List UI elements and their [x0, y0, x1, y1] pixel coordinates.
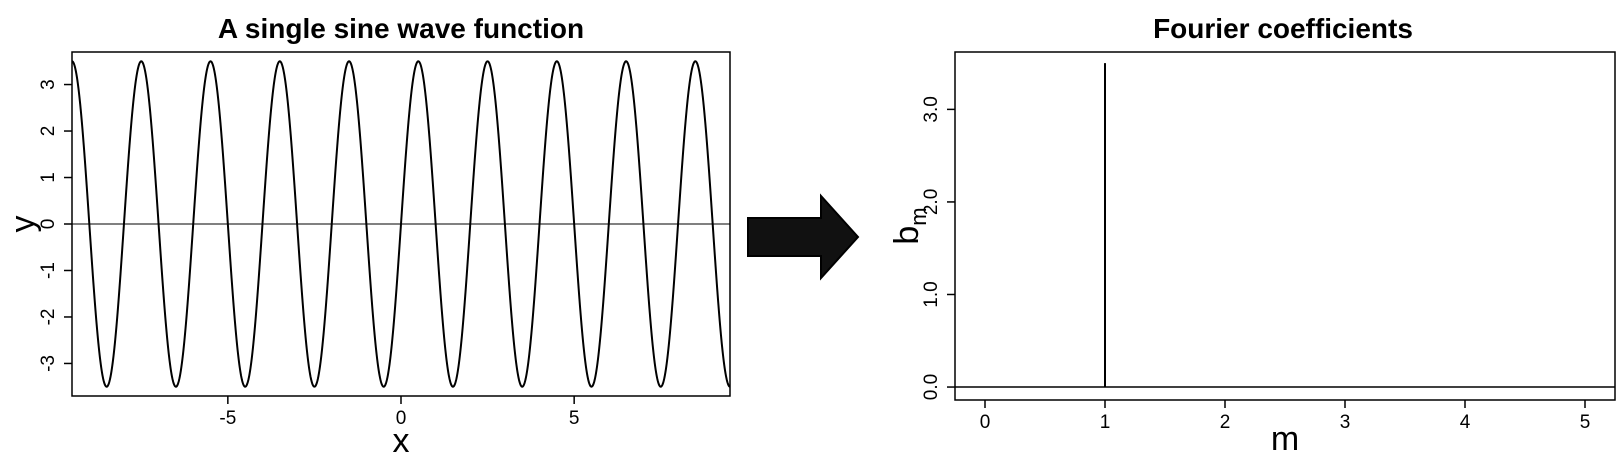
fourier-y-axis: 0.0 1.0 2.0 3.0 [921, 96, 955, 400]
sine-x-axis: -5 0 5 [219, 396, 579, 429]
fourier-y-tick-label: 2.0 [921, 189, 942, 215]
sine-y-tick-label: -2 [38, 309, 59, 326]
fourier-y-tick-label: 0.0 [921, 374, 942, 400]
sine-y-tick-label: 2 [38, 126, 59, 137]
fourier-y-tick-label: 3.0 [921, 96, 942, 122]
fourier-x-tick-label: 3 [1340, 412, 1351, 433]
sine-x-tick-label: 5 [569, 408, 580, 429]
svg-text:bm: bm [888, 207, 931, 244]
sine-x-tick-label: -5 [219, 408, 236, 429]
sine-y-axis-label: y [4, 216, 42, 233]
sine-x-tick-label: 0 [396, 408, 407, 429]
sine-y-tick-label: 1 [38, 172, 59, 183]
sine-y-tick-label: -3 [38, 355, 59, 372]
fourier-x-tick-label: 5 [1580, 412, 1591, 433]
sine-panel: A single sine wave function -3 -2 -1 0 1 2 3 -… [4, 13, 731, 460]
sine-y-tick-label: 0 [38, 219, 59, 230]
sine-curve-series [71, 60, 731, 388]
sine-chart-title: A single sine wave function [218, 13, 584, 44]
sine-y-axis: -3 -2 -1 0 1 2 3 [38, 79, 72, 372]
fourier-y-axis-label-subscript: m [906, 207, 931, 225]
sine-y-tick-label: -1 [38, 262, 59, 279]
fourier-x-tick-label: 0 [980, 412, 991, 433]
fourier-x-axis-label: m [1271, 420, 1299, 458]
sine-y-tick-label: 3 [38, 79, 59, 90]
right-arrow-icon [747, 193, 860, 281]
fourier-x-tick-label: 2 [1220, 412, 1231, 433]
fourier-plot-frame [954, 51, 1616, 401]
fourier-x-tick-label: 1 [1100, 412, 1111, 433]
fourier-x-axis: 0 1 2 3 4 5 [980, 400, 1591, 433]
fourier-y-tick-label: 1.0 [921, 281, 942, 307]
sine-x-axis-label: x [393, 422, 410, 460]
fourier-y-axis-label: bm [888, 207, 931, 244]
fourier-panel: Fourier coefficients 0.0 1.0 2.0 3.0 0 1 2 3 4 5… [888, 13, 1616, 458]
fourier-y-axis-label-base: b [888, 226, 926, 245]
fourier-x-tick-label: 4 [1460, 412, 1471, 433]
fourier-chart-title: Fourier coefficients [1153, 13, 1413, 44]
